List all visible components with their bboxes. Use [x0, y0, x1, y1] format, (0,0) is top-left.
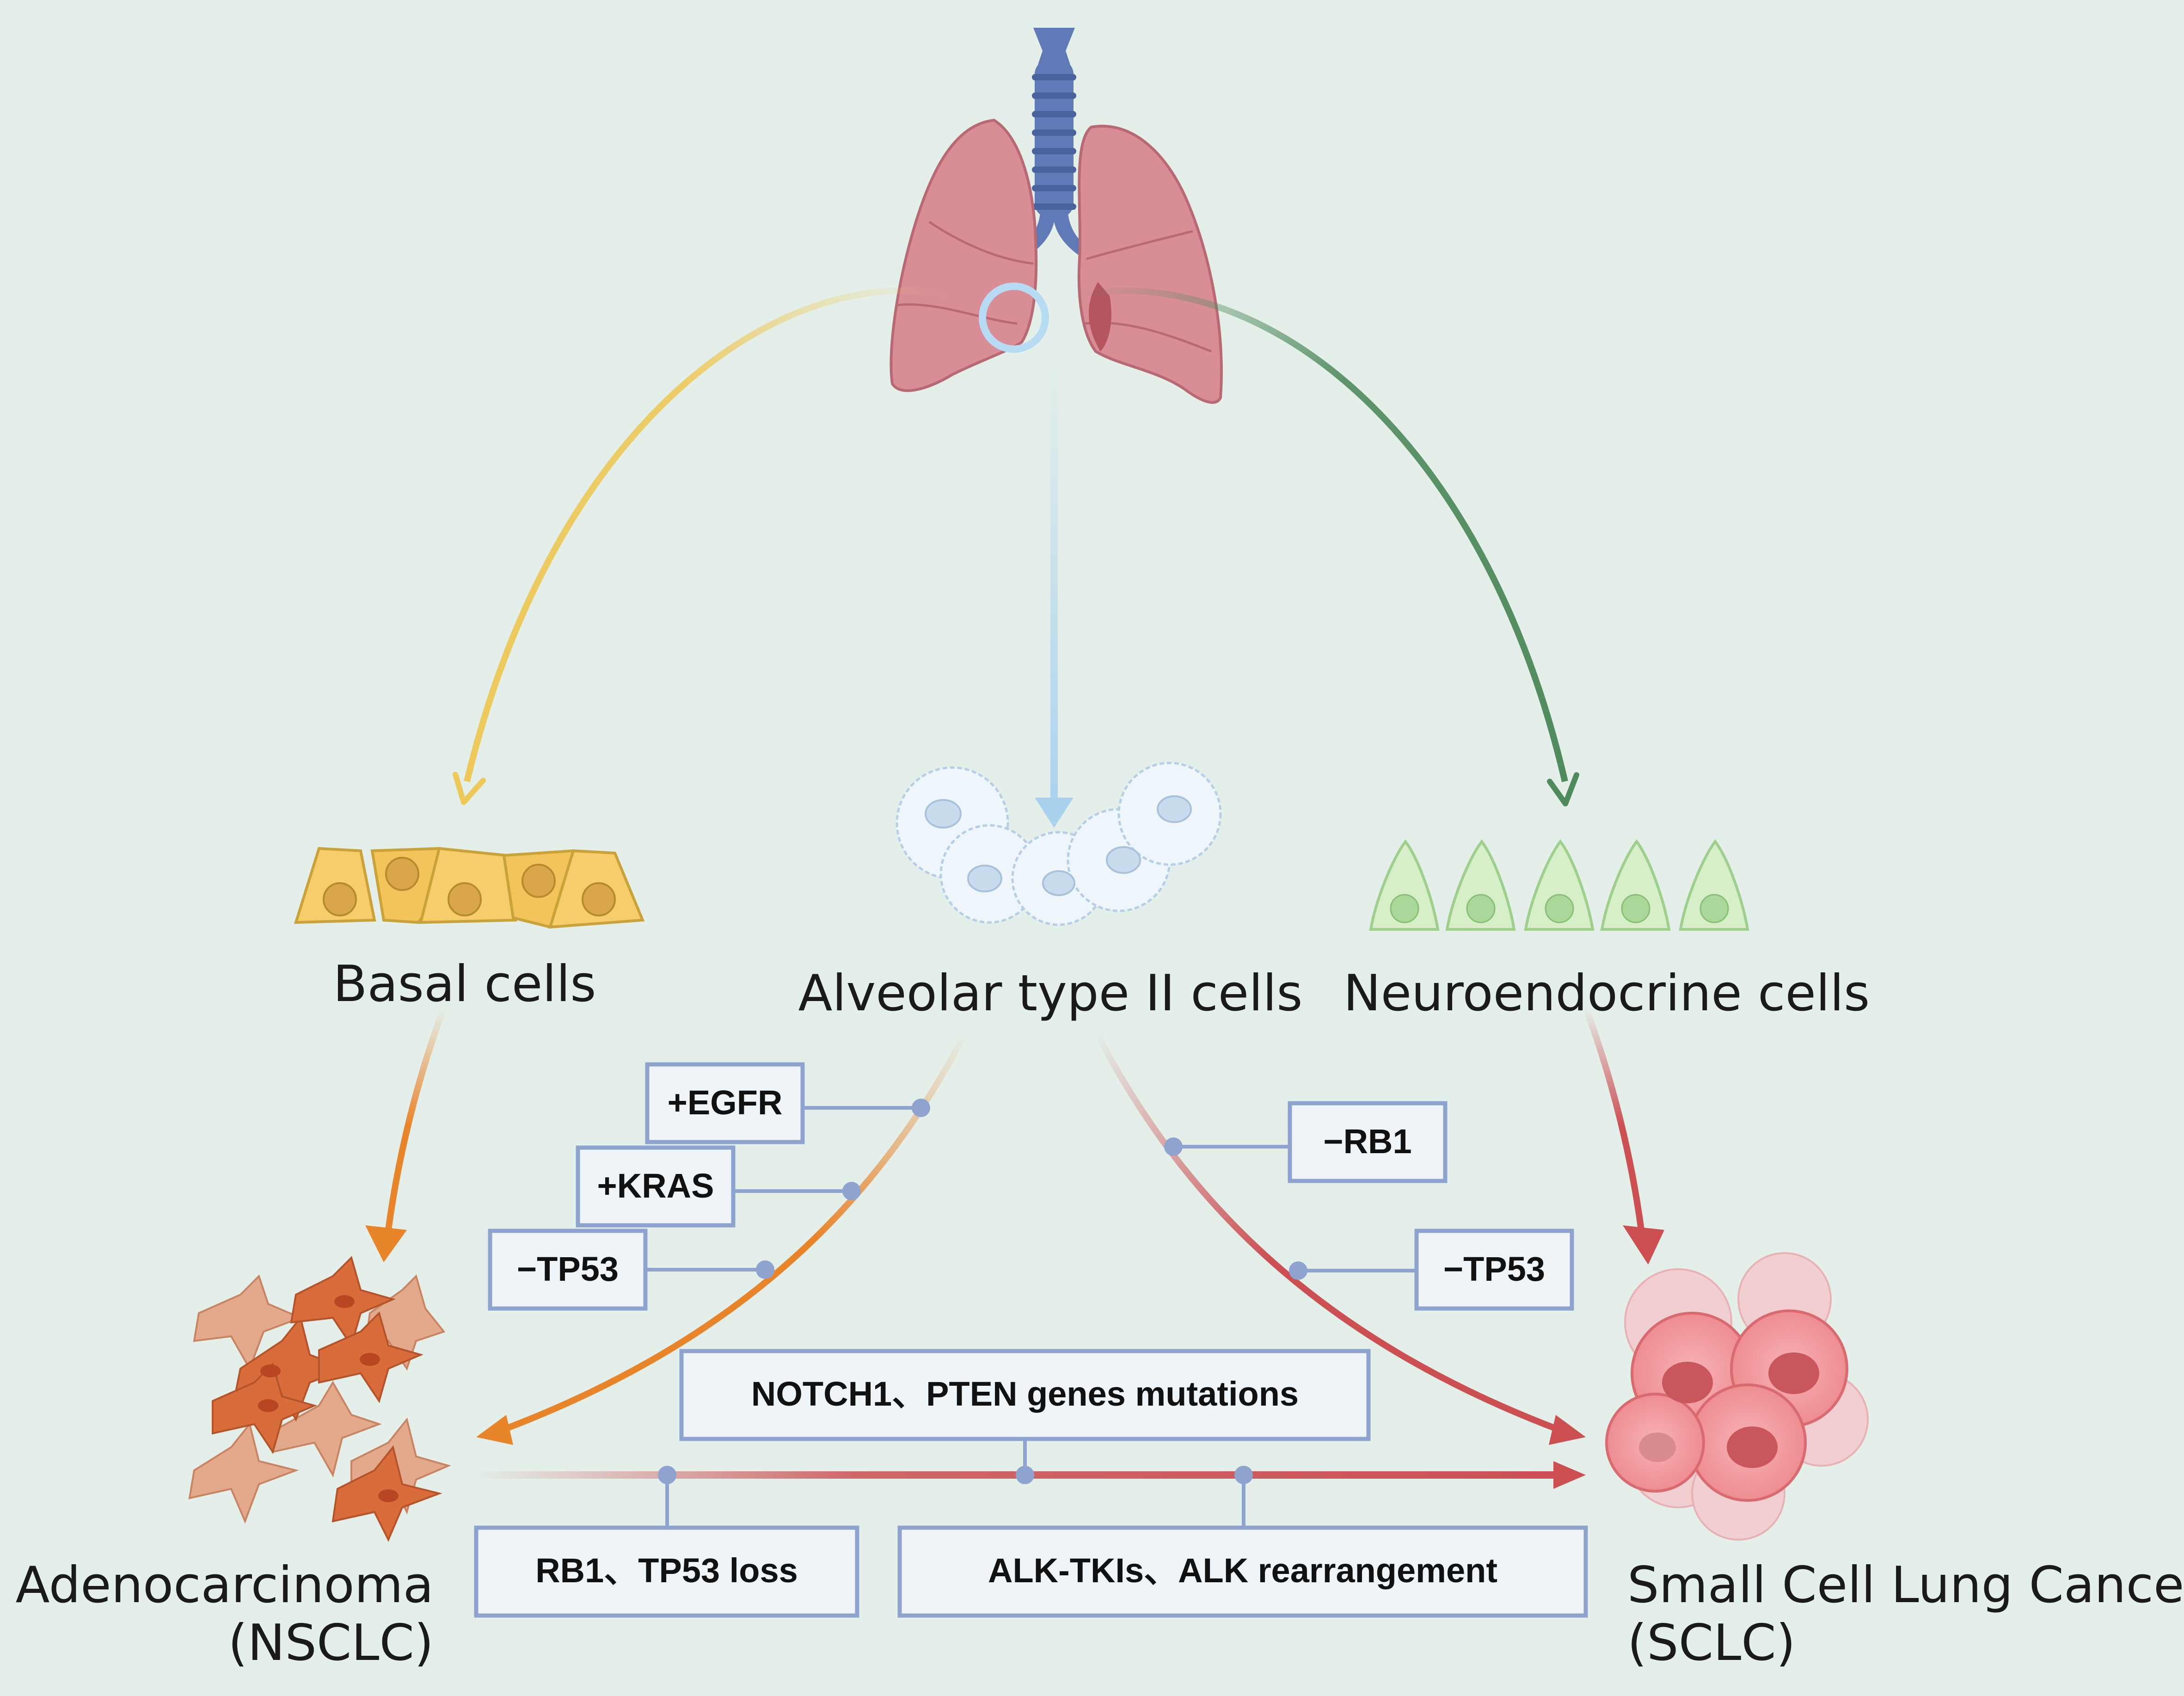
sclc-cells-icon [1605, 1252, 1869, 1541]
mutation-kras: +KRAS [576, 1145, 861, 1228]
mutation-tp53-left: −TP53 [488, 1229, 774, 1311]
adenocarcinoma-cells-icon [188, 1256, 451, 1542]
neuroendocrine-cells-label: Neuroendocrine cells [1344, 965, 1870, 1022]
arrow-lung-to-alveolar [1035, 361, 1074, 828]
rb1-label: −RB1 [1323, 1122, 1411, 1161]
arrow-lung-to-basal [453, 287, 953, 805]
arrow-alveolar-to-sclc [1092, 1029, 1586, 1445]
sclc-label: Small Cell Lung Cancer [1627, 1556, 2184, 1614]
arrow-adenocarcinoma-to-sclc [472, 1461, 1586, 1489]
arrow-lung-to-neuroendocrine [1072, 287, 1579, 806]
arrow-neuroendocrine-to-sclc [1583, 1007, 1664, 1265]
neuroendocrine-cells-icon [1369, 839, 1749, 931]
alveolar-cells-icon [896, 762, 1222, 926]
highlight-circle [979, 283, 1049, 353]
basal-cells-icon [294, 847, 645, 929]
mutation-rb1-tp53-loss: RB1、TP53 loss [474, 1466, 859, 1618]
basal-cells-label: Basal cells [333, 955, 596, 1013]
tp53-right-label: −TP53 [1443, 1250, 1545, 1288]
lung-icon [890, 28, 1223, 404]
mutation-tp53-right: −TP53 [1289, 1229, 1574, 1311]
mutation-alk: ALK-TKIs、ALK rearrangement [897, 1466, 1588, 1618]
nsclc-label: (NSCLC) [228, 1614, 434, 1672]
rb1-tp53-loss-label: RB1、TP53 loss [535, 1551, 798, 1590]
tp53-left-label: −TP53 [517, 1250, 619, 1288]
mutation-rb1: −RB1 [1164, 1101, 1448, 1183]
sclc-abbrev-label: (SCLC) [1627, 1614, 1796, 1672]
alveolar-cells-label: Alveolar type II cells [798, 965, 1303, 1022]
mutation-egfr: +EGFR [645, 1062, 930, 1144]
kras-label: +KRAS [597, 1167, 714, 1205]
arrow-basal-to-adenocarcinoma [365, 1007, 447, 1262]
notch1-pten-label: NOTCH1、PTEN genes mutations [751, 1375, 1299, 1413]
adenocarcinoma-label: Adenocarcinoma [16, 1556, 434, 1614]
egfr-label: +EGFR [668, 1083, 783, 1122]
alk-label: ALK-TKIs、ALK rearrangement [988, 1551, 1497, 1590]
mutation-notch1-pten: NOTCH1、PTEN genes mutations [679, 1349, 1371, 1484]
